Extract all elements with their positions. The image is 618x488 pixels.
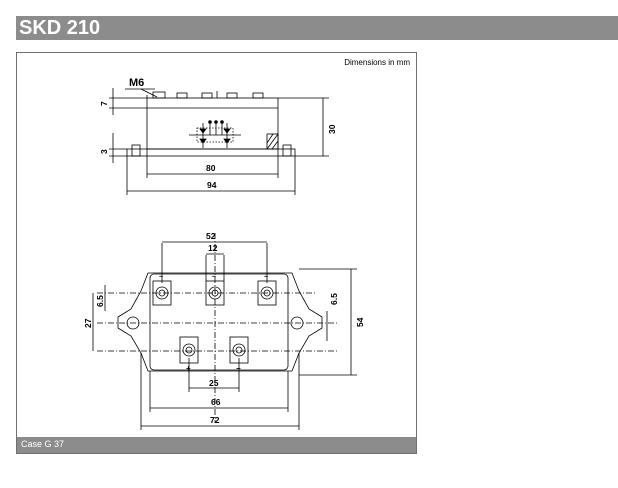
ac-mark-1: ~	[159, 274, 163, 281]
dim-80-label: 80	[206, 163, 216, 173]
plus-mark: +	[186, 364, 191, 373]
dim-72-label: 72	[210, 415, 220, 425]
ac-mark-2: ~	[212, 274, 216, 281]
side-view	[109, 88, 329, 195]
minus-mark: −	[236, 364, 241, 373]
top-inner-frame	[149, 273, 289, 371]
dim-30-label: 30	[327, 124, 337, 134]
dim-94-label: 94	[207, 180, 217, 190]
page-title: SKD 210	[19, 17, 101, 39]
dim-25-label: 25	[209, 378, 219, 388]
side-flange	[126, 148, 296, 157]
ac-mark-3: ~	[264, 274, 268, 281]
dim-6-5-right-label: 6.5	[329, 293, 339, 305]
drawing-frame: Dimensions in mm	[16, 52, 417, 454]
dim-3-label: 3	[99, 149, 109, 154]
top-body-outline	[117, 272, 323, 372]
title-bar: SKD 210	[16, 16, 618, 40]
dim-66-label: 66	[211, 397, 221, 407]
terminal-ac-2	[205, 280, 225, 306]
dim-6-5-left-label: 6.5	[95, 295, 105, 307]
case-caption: Case G 37	[21, 439, 65, 449]
caption-bar: Case G 37	[17, 437, 416, 453]
dim-54-label: 54	[355, 317, 365, 327]
terminal-ac-3	[257, 280, 277, 306]
dim-27-label: 27	[83, 318, 93, 328]
units-note: Dimensions in mm	[344, 58, 410, 67]
dim-7-label: 7	[99, 101, 109, 106]
terminal-ac-1	[152, 280, 172, 306]
thread-label: M6	[129, 77, 144, 89]
top-view	[92, 233, 357, 430]
side-body	[146, 97, 279, 150]
technical-drawing: M6 7 3 30 80 94 52 12 6.5 27 6.5 54 25 6…	[83, 77, 365, 430]
dim-52-label: 52	[206, 231, 216, 241]
dim-12-label: 12	[208, 243, 218, 253]
side-screw-1	[152, 91, 166, 99]
